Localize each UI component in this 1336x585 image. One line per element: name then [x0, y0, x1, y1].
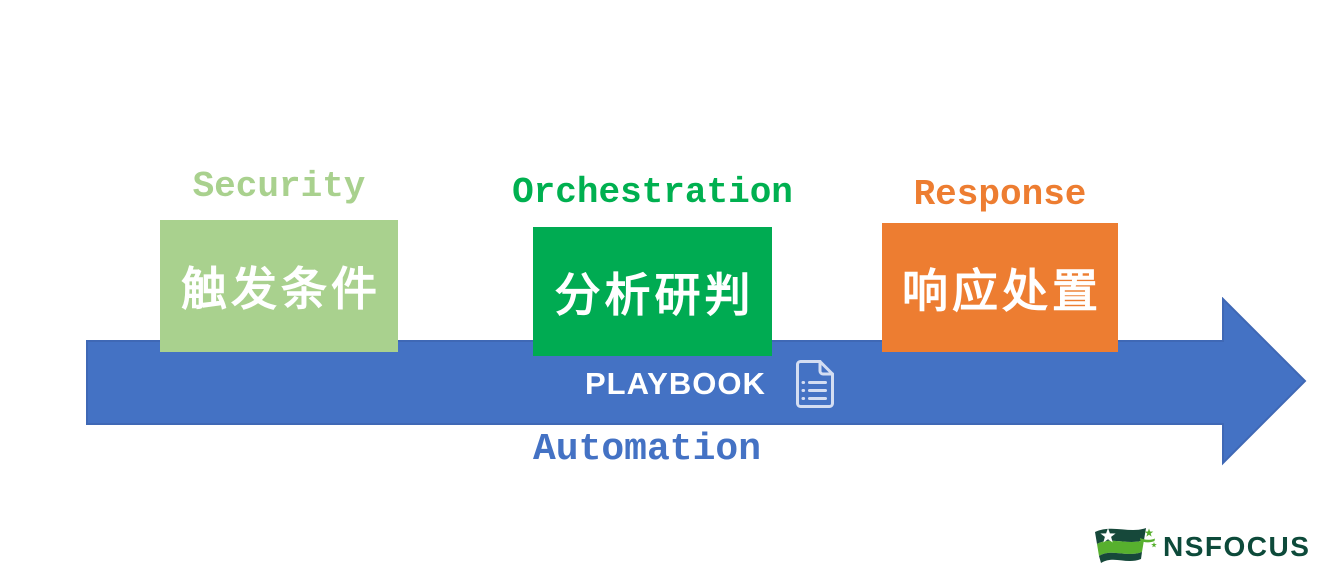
stage-label-security: Security — [192, 166, 366, 207]
nsfocus-logo: NSFOCUS — [1092, 522, 1310, 572]
playbook-label: PLAYBOOK — [585, 366, 766, 401]
stage-box-orchestration: 分析研判 — [533, 227, 772, 356]
stage-box-security: 触发条件 — [160, 220, 398, 352]
nsfocus-flag-icon — [1095, 528, 1157, 563]
playbook-row: PLAYBOOK — [585, 356, 838, 412]
stage-box-response: 响应处置 — [882, 223, 1118, 352]
automation-label: Automation — [532, 428, 762, 471]
process-arrow — [86, 297, 1307, 466]
stage-label-response: Response — [913, 174, 1087, 215]
playbook-document-icon — [795, 360, 834, 408]
nsfocus-brand-text: NSFOCUS — [1163, 531, 1311, 562]
stage-label-orchestration: Orchestration — [512, 172, 793, 213]
